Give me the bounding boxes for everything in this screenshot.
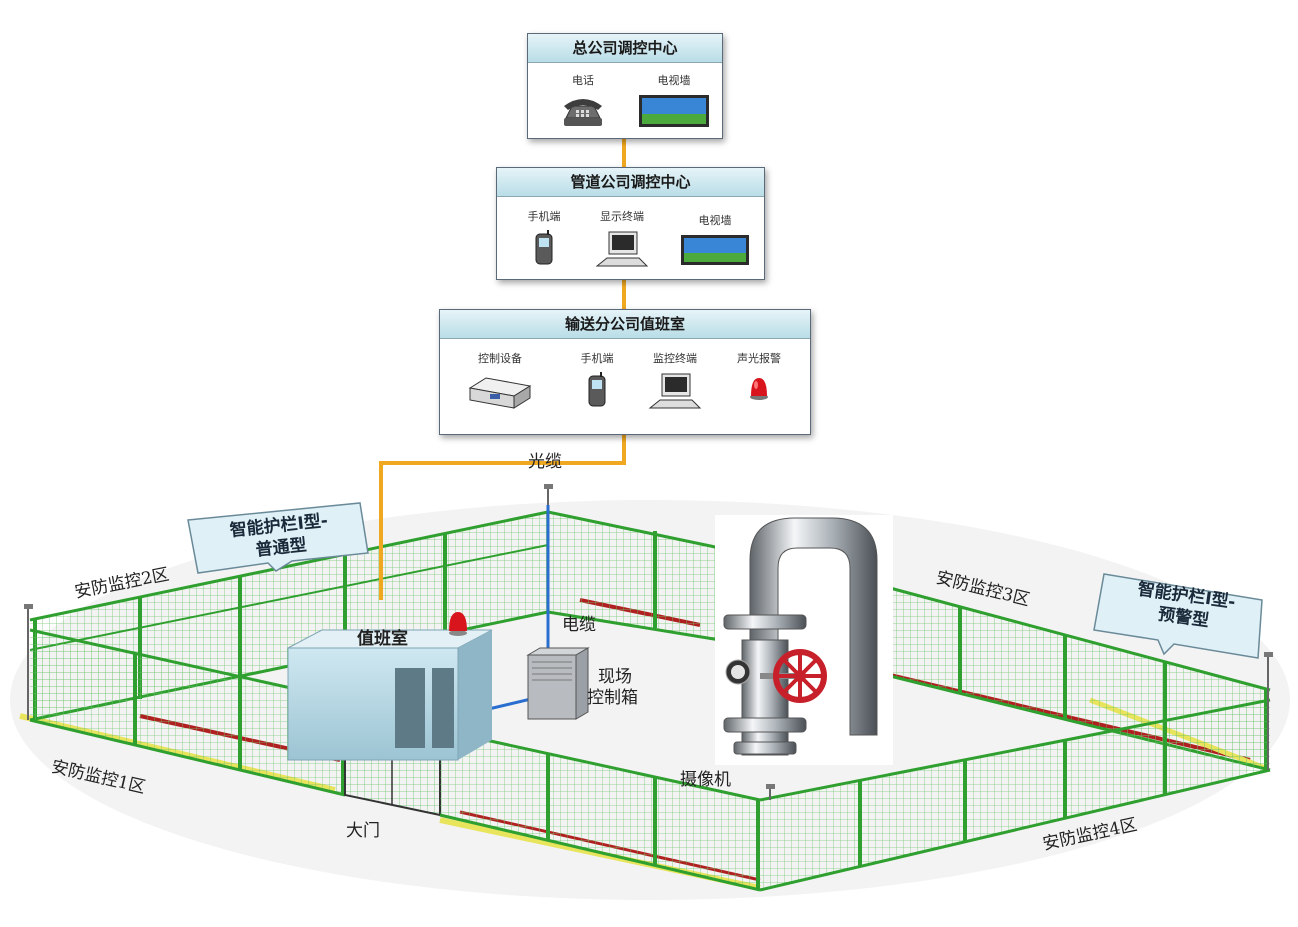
pipeline-tv: 电视墙 [677, 212, 753, 266]
hq-phone: 电话 [558, 72, 608, 130]
branch-alarm-label: 声光报警 [737, 352, 781, 365]
callout-right [1093, 573, 1263, 659]
tv-wall-icon [639, 95, 709, 127]
camera-label: 摄像机 [680, 770, 731, 790]
fence-back-right [547, 510, 721, 642]
camera-icon [1264, 652, 1273, 657]
pipeline-display: 显示终端 [587, 208, 657, 270]
hq-box: 总公司调控中心 电话 电视墙 [527, 33, 723, 139]
mobile-phone-icon [535, 230, 553, 265]
hq-tv: 电视墙 [636, 72, 712, 128]
camera-icon [766, 784, 775, 789]
mobile-phone-icon [588, 372, 606, 407]
fiber-lines [379, 137, 626, 600]
alarm-light-icon [750, 378, 768, 400]
branch-control-label: 控制设备 [478, 352, 522, 365]
pipeline-mobile: 手机端 [519, 208, 569, 266]
branch-mobile: 手机端 [572, 350, 622, 408]
computer-terminal-icon [648, 373, 702, 409]
hq-tv-label: 电视墙 [657, 74, 691, 87]
pipeline-mobile-label: 手机端 [527, 210, 561, 223]
camera-icon [24, 604, 33, 609]
control-box-label-1: 现场 [598, 667, 632, 687]
branch-monitor: 监控终端 [640, 350, 710, 412]
computer-terminal-icon [595, 231, 649, 267]
alarm-light-icon [449, 612, 467, 636]
cable-label: 电缆 [562, 615, 596, 635]
branch-monitor-label: 监控终端 [653, 352, 697, 365]
pipeline-display-label: 显示终端 [600, 210, 644, 223]
pipe-valve [715, 515, 893, 765]
branch-box: 输送分公司值班室 控制设备 手机端 监控终端 声光报警 [439, 309, 811, 435]
tv-wall-icon [681, 235, 749, 265]
duty-room-label: 值班室 [357, 629, 408, 649]
pipeline-title: 管道公司调控中心 [497, 168, 764, 197]
branch-alarm: 声光报警 [726, 350, 792, 402]
pipeline-tv-label: 电视墙 [698, 214, 732, 227]
control-box [526, 647, 590, 720]
gate-label: 大门 [346, 821, 380, 841]
fence-front-right [439, 698, 1271, 892]
branch-control: 控制设备 [462, 350, 538, 412]
control-box-label-2: 控制箱 [587, 688, 638, 708]
camera-icon [544, 484, 553, 489]
fiber-label: 光缆 [528, 452, 562, 472]
pipeline-box: 管道公司调控中心 手机端 显示终端 电视墙 [496, 167, 765, 280]
control-device-icon [468, 377, 532, 409]
duty-room-building [287, 629, 493, 761]
callout-left [187, 502, 369, 574]
telephone-icon [564, 99, 602, 126]
hq-title: 总公司调控中心 [528, 34, 722, 63]
branch-title: 输送分公司值班室 [440, 310, 810, 339]
hq-phone-label: 电话 [572, 74, 594, 87]
branch-mobile-label: 手机端 [580, 352, 614, 365]
